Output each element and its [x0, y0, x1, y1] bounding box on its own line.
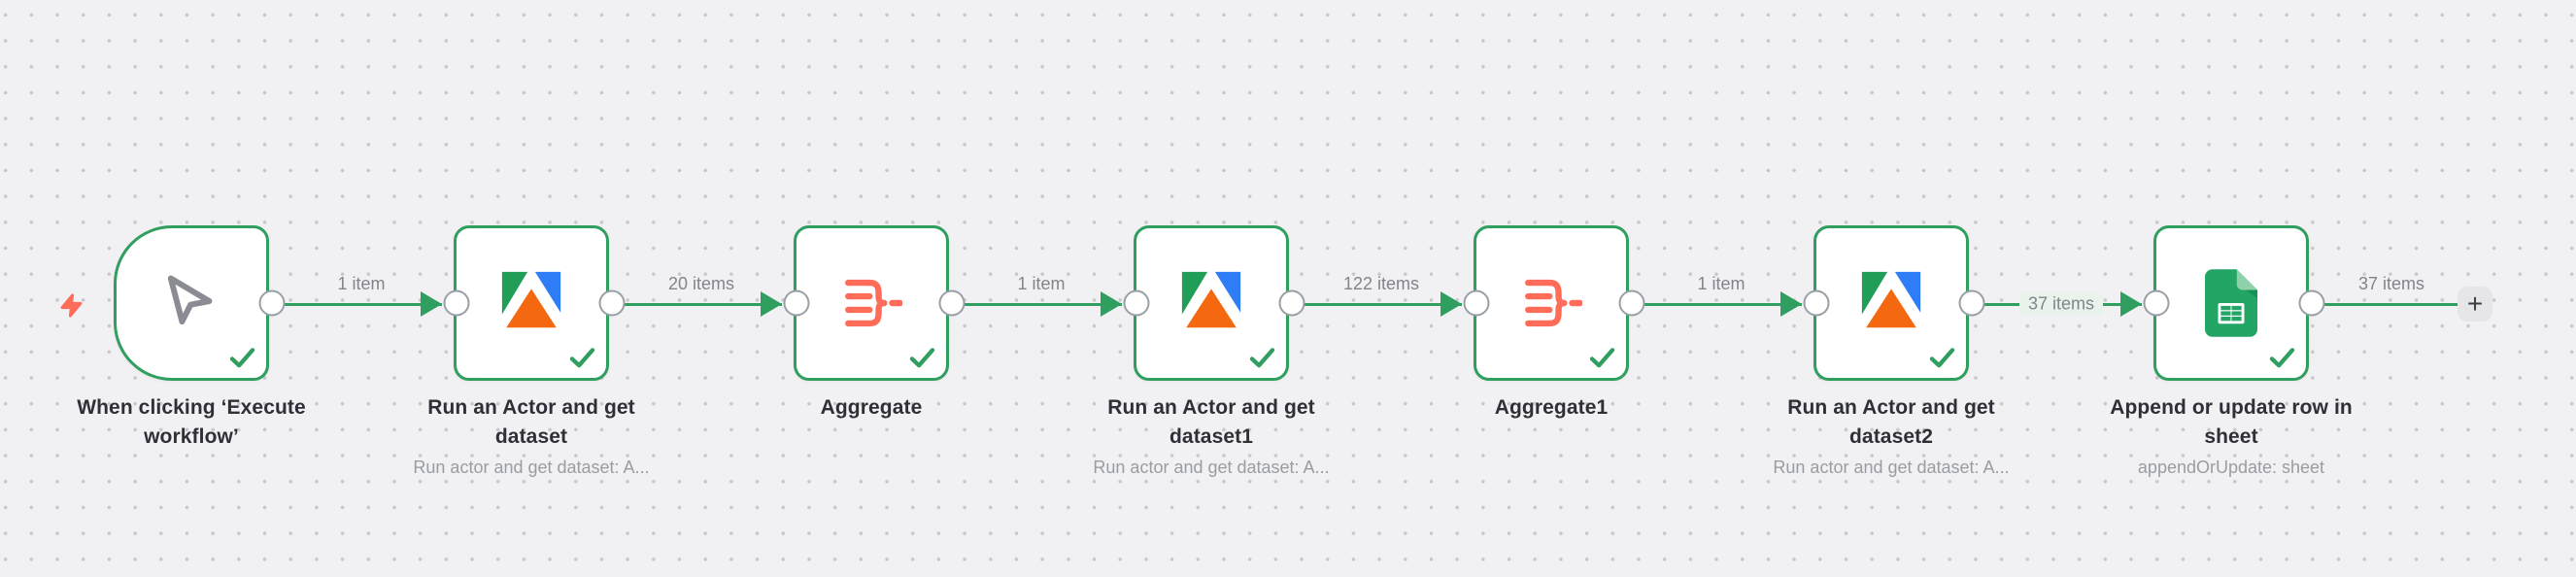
- output-port[interactable]: [258, 289, 286, 317]
- connection-line[interactable]: [609, 302, 782, 306]
- connection-items-label: 1 item: [1017, 274, 1066, 293]
- node-box[interactable]: [783, 225, 966, 381]
- node-append-or-update-sheet: Append or update row in sheet appendOrUp…: [2110, 225, 2353, 477]
- check-icon: [909, 348, 935, 368]
- apify-icon: [501, 271, 561, 328]
- node-subtitle: Run actor and get dataset: A...: [413, 458, 650, 477]
- node-title: Append or update row in sheet: [2110, 396, 2353, 448]
- input-port[interactable]: [443, 289, 470, 317]
- node-title: Aggregate: [820, 396, 923, 419]
- connection-items-label: 20 items: [667, 274, 735, 293]
- node-box[interactable]: [1463, 225, 1645, 381]
- node-box[interactable]: [114, 225, 286, 381]
- zap-icon: [60, 293, 83, 318]
- node-box[interactable]: [2143, 225, 2325, 381]
- input-port[interactable]: [1123, 289, 1150, 317]
- connection-items-label: 37 items: [2018, 292, 2104, 316]
- check-icon: [1929, 348, 1955, 368]
- add-node-button[interactable]: +: [2457, 287, 2492, 322]
- connection-line[interactable]: [1289, 302, 1462, 306]
- node-subtitle: Run actor and get dataset: A...: [1773, 458, 2010, 477]
- connection-line[interactable]: [2309, 302, 2457, 306]
- input-port[interactable]: [1803, 289, 1830, 317]
- connection-arrow-icon: [1780, 291, 1802, 317]
- connection-line[interactable]: [949, 302, 1122, 306]
- output-port[interactable]: [598, 289, 626, 317]
- node-box[interactable]: [443, 225, 626, 381]
- node-title: Run an Actor and get dataset: [427, 396, 635, 448]
- connection-items-label: 1 item: [337, 274, 386, 293]
- node-aggregate-1: Aggregate1: [1463, 225, 1645, 419]
- connection-arrow-icon: [1441, 291, 1462, 317]
- input-port[interactable]: [1463, 289, 1490, 317]
- node-subtitle: appendOrUpdate: sheet: [2137, 458, 2325, 477]
- node-title: Run an Actor and get dataset1: [1107, 396, 1315, 448]
- connection-line[interactable]: [269, 302, 442, 306]
- cursor-icon: [167, 275, 213, 325]
- check-icon: [1589, 348, 1615, 368]
- check-icon: [1249, 348, 1275, 368]
- node-aggregate: Aggregate: [783, 225, 966, 419]
- output-port[interactable]: [1618, 289, 1645, 317]
- node-subtitle: Run actor and get dataset: A...: [1093, 458, 1330, 477]
- output-port[interactable]: [1958, 289, 1985, 317]
- check-icon: [569, 348, 595, 368]
- connection-arrow-icon: [421, 291, 442, 317]
- node-run-actor-1: Run an Actor and get dataset1 Run actor …: [1093, 225, 1330, 477]
- node-title: When clicking ‘Execute workflow’: [77, 396, 306, 448]
- connection-line[interactable]: [1629, 302, 1802, 306]
- node-title: Run an Actor and get dataset2: [1787, 396, 1995, 448]
- aggregate-icon: [845, 279, 902, 327]
- node-box[interactable]: [1123, 225, 1305, 381]
- node-box[interactable]: [1803, 225, 1985, 381]
- node-run-actor: Run an Actor and get dataset Run actor a…: [413, 225, 650, 477]
- node-title: Aggregate1: [1494, 396, 1609, 419]
- input-port[interactable]: [2143, 289, 2170, 317]
- check-icon: [229, 348, 255, 368]
- google-sheets-icon: [2205, 269, 2257, 337]
- connection-items-label: 1 item: [1697, 274, 1746, 293]
- output-port[interactable]: [938, 289, 966, 317]
- node-manual-trigger: When clicking ‘Execute workflow’: [77, 225, 306, 448]
- input-port[interactable]: [783, 289, 810, 317]
- output-port[interactable]: [1278, 289, 1305, 317]
- check-icon: [2269, 348, 2295, 368]
- apify-icon: [1181, 271, 1241, 328]
- connection-items-label: 37 items: [2357, 274, 2425, 293]
- node-run-actor-2: Run an Actor and get dataset2 Run actor …: [1773, 225, 2010, 477]
- connection-arrow-icon: [1101, 291, 1122, 317]
- connection-arrow-icon: [2120, 291, 2142, 317]
- connection-arrow-icon: [761, 291, 782, 317]
- apify-icon: [1861, 271, 1921, 328]
- aggregate-icon: [1525, 279, 1582, 327]
- connection-items-label: 122 items: [1342, 274, 1420, 293]
- output-port[interactable]: [2298, 289, 2325, 317]
